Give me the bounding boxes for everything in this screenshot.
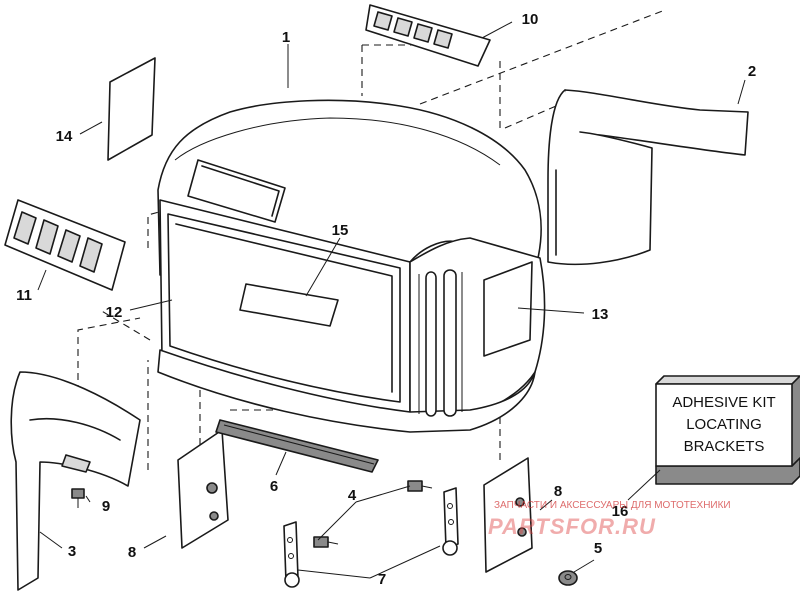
hinge-bracket-left [283, 521, 300, 588]
callout-3: 3 [68, 543, 76, 560]
watermark-tagline: ЗАПЧАСТИ И АКСЕССУАРЫ ДЛЯ МОТОТЕХНИКИ [494, 500, 731, 511]
callout-5: 5 [594, 540, 602, 557]
kit-line-1: ADHESIVE KIT [672, 394, 775, 411]
decal-rectangular [107, 57, 156, 161]
callout-6: 6 [270, 478, 278, 495]
callout-2: 2 [748, 63, 756, 80]
adhesive-kit-box: ADHESIVE KIT LOCATING BRACKETS [655, 375, 800, 485]
callout-15: 15 [332, 222, 349, 239]
callout-11: 11 [16, 287, 32, 304]
watermark: ЗАПЧАСТИ И АКСЕССУАРЫ ДЛЯ МОТОТЕХНИКИ PA… [488, 500, 731, 539]
callout-10: 10 [522, 11, 539, 28]
top-vent-grille [365, 4, 491, 67]
callout-16: 16 [612, 503, 629, 520]
callout-8-left: 8 [128, 544, 136, 561]
nut [558, 570, 578, 586]
front-vent-grille [4, 199, 126, 291]
callout-14: 14 [56, 128, 73, 145]
callout-9: 9 [102, 498, 110, 515]
watermark-brand: PARTSFOR.RU [488, 514, 656, 539]
callout-13: 13 [592, 306, 609, 323]
leader-lines [37, 21, 746, 579]
callout-numbers: 1 2 3 4 5 6 7 8 8 9 10 11 12 13 14 15 16 [16, 11, 756, 588]
callout-12: 12 [106, 304, 123, 321]
rear-cover-panel [547, 89, 749, 266]
bolt-lower [313, 536, 339, 548]
seal-strip [215, 419, 379, 473]
bolt-upper [407, 480, 433, 492]
kit-line-3: BRACKETS [684, 438, 765, 455]
callout-4: 4 [348, 487, 357, 504]
screw-small [71, 488, 85, 508]
bracket-plate-left [177, 429, 229, 549]
kit-line-2: LOCATING [686, 416, 762, 433]
callout-7: 7 [378, 571, 386, 588]
bracket-plate-right [483, 457, 533, 573]
hinge-bracket-right [442, 487, 459, 556]
callout-8-right: 8 [554, 483, 562, 500]
engine-cowl [157, 99, 546, 433]
left-side-cover [10, 371, 141, 591]
callout-1: 1 [282, 29, 290, 46]
